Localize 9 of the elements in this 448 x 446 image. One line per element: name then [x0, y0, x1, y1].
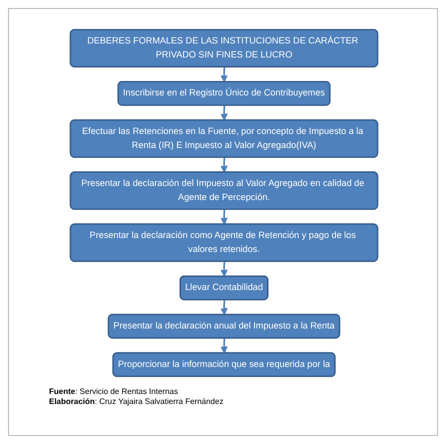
- arrow: [220, 158, 228, 173]
- arrow: [220, 210, 228, 225]
- source-note: Fuente: Servicio de Rentas Internas: [49, 387, 179, 398]
- arrow: [220, 67, 228, 82]
- arrow: [220, 300, 228, 316]
- arrow: [220, 338, 228, 354]
- arrow: [220, 106, 228, 121]
- source-note: Elaboración: Cruz Yajaira Salvatierra Fernández: [49, 397, 224, 408]
- arrow: [220, 262, 228, 277]
